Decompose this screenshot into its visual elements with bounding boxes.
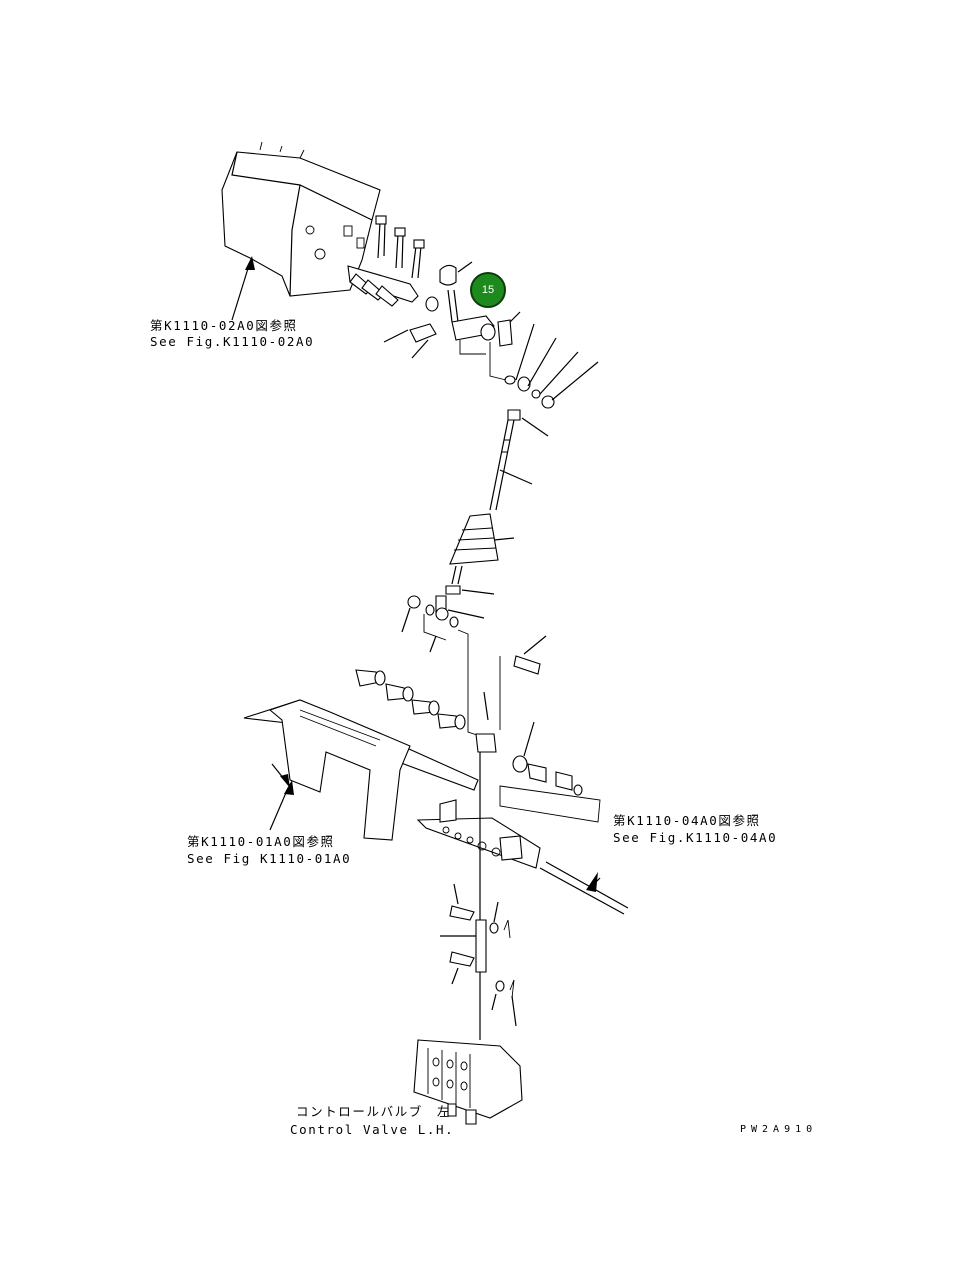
reference-right-jp: 第K1110-04A0図参照 bbox=[613, 813, 761, 828]
lever-lower bbox=[355, 595, 601, 823]
callout-part-15[interactable]: 15 bbox=[470, 272, 506, 308]
middle-frame bbox=[243, 699, 541, 869]
reference-top-jp: 第K1110-02A0図参照 bbox=[150, 318, 298, 333]
control-valve bbox=[413, 1039, 523, 1125]
drawing-code: PW2A910 bbox=[740, 1124, 818, 1135]
linkage bbox=[440, 752, 517, 1040]
callout-number: 15 bbox=[481, 284, 495, 296]
lever-rod bbox=[445, 419, 533, 595]
reference-middle-jp: 第K1110-01A0図参照 bbox=[187, 834, 335, 849]
right-rod bbox=[539, 861, 629, 915]
reference-top-en: See Fig.K1110-02A0 bbox=[150, 334, 315, 349]
reference-middle-en: See Fig K1110-01A0 bbox=[187, 851, 352, 866]
valve-label-jp: コントロールバルブ 左 bbox=[296, 1104, 452, 1119]
lever-upper bbox=[383, 261, 599, 437]
reference-right-en: See Fig.K1110-04A0 bbox=[613, 830, 778, 845]
valve-label-en: Control Valve L.H. bbox=[290, 1122, 455, 1137]
top-console bbox=[221, 141, 439, 321]
